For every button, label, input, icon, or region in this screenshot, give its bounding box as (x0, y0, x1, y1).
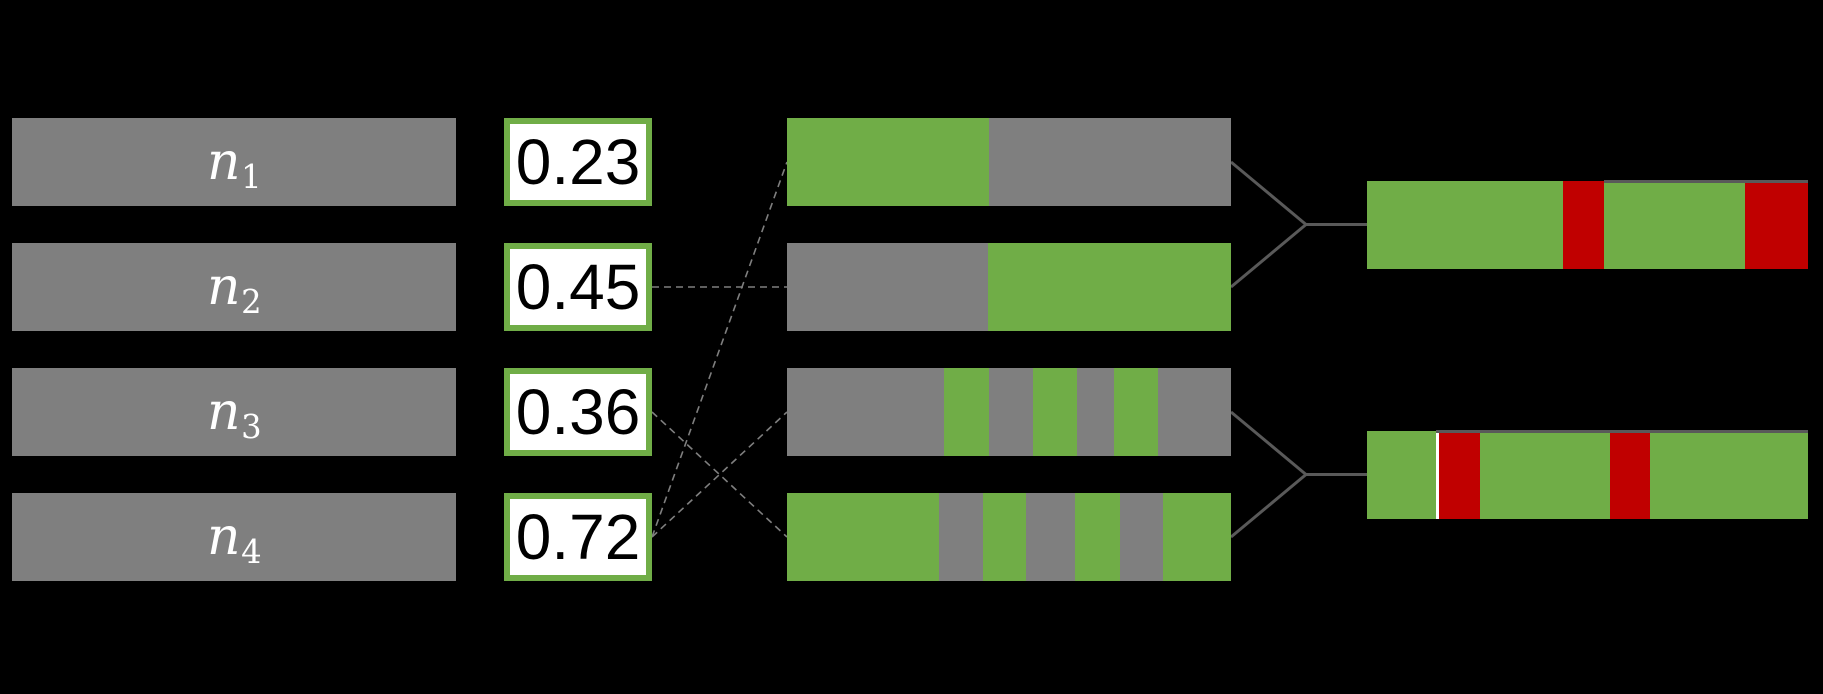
segment-green (787, 118, 990, 206)
node-label-subscript: 4 (241, 533, 262, 572)
node-bar-4: n4 (12, 493, 456, 581)
segment-green (1367, 180, 1564, 269)
merged-bar-2 (1367, 429, 1808, 519)
node-label-base: n (206, 132, 241, 192)
merge-line-top-1 (1230, 160, 1307, 226)
value-box-4: 0.72 (504, 493, 652, 581)
segment-gray (1157, 368, 1231, 456)
segment-gray (787, 368, 945, 456)
segment-green (987, 243, 1231, 331)
profile-bar-4 (787, 493, 1231, 581)
value-box-2: 0.45 (504, 243, 652, 331)
merge-line-top-2 (1230, 410, 1307, 476)
segment-red (1610, 430, 1651, 519)
merged-bar-1 (1367, 179, 1808, 269)
profile-bar-2 (787, 243, 1231, 331)
dashed-link-value4-to-profile1 (651, 161, 788, 538)
segment-gray (938, 493, 983, 581)
value-box-1: 0.23 (504, 118, 652, 206)
node-label: n2 (207, 261, 262, 318)
node-label: n4 (207, 511, 262, 568)
value-text: 0.45 (515, 251, 641, 323)
segment-gray (1025, 493, 1076, 581)
segment-green (944, 368, 990, 456)
segment-red (1744, 180, 1808, 269)
segment-green (1650, 430, 1808, 519)
segment-green (1032, 368, 1077, 456)
segment-green (1604, 180, 1745, 269)
value-text: 0.23 (515, 126, 641, 198)
segment-gray (989, 368, 1033, 456)
segment-gray (989, 118, 1231, 206)
segment-green (982, 493, 1026, 581)
node-label-base: n (206, 507, 241, 567)
node-label: n1 (207, 136, 262, 193)
node-label-subscript: 1 (241, 158, 262, 197)
segment-green (1113, 368, 1158, 456)
segment-red (1438, 430, 1480, 519)
segment-red (1563, 180, 1605, 269)
node-bar-2: n2 (12, 243, 456, 331)
value-text: 0.36 (515, 376, 641, 448)
profile-bar-3 (787, 368, 1231, 456)
merged-bar-top-line (1435, 429, 1808, 433)
segment-green (1367, 430, 1436, 519)
value-text: 0.72 (515, 501, 641, 573)
merged-bar-top-line (1604, 179, 1808, 183)
profile-bar-1 (787, 118, 1231, 206)
dashed-link-value4-to-profile3 (651, 411, 788, 538)
node-bar-3: n3 (12, 368, 456, 456)
segment-gray (1076, 368, 1114, 456)
segment-white (1435, 430, 1439, 519)
node-label-subscript: 3 (241, 408, 262, 447)
segment-green (787, 493, 939, 581)
dashed-link-value3-to-profile4 (651, 411, 788, 538)
merge-line-bottom-1 (1230, 223, 1307, 289)
segment-green (1075, 493, 1120, 581)
segment-gray (1119, 493, 1164, 581)
node-label: n3 (207, 386, 262, 443)
value-box-3: 0.36 (504, 368, 652, 456)
node-label-base: n (206, 257, 241, 317)
node-bar-1: n1 (12, 118, 456, 206)
merge-line-bottom-2 (1230, 473, 1307, 539)
segment-green (1163, 493, 1231, 581)
node-label-subscript: 2 (241, 283, 262, 322)
node-label-base: n (206, 382, 241, 442)
segment-gray (787, 243, 988, 331)
segment-green (1479, 430, 1611, 519)
